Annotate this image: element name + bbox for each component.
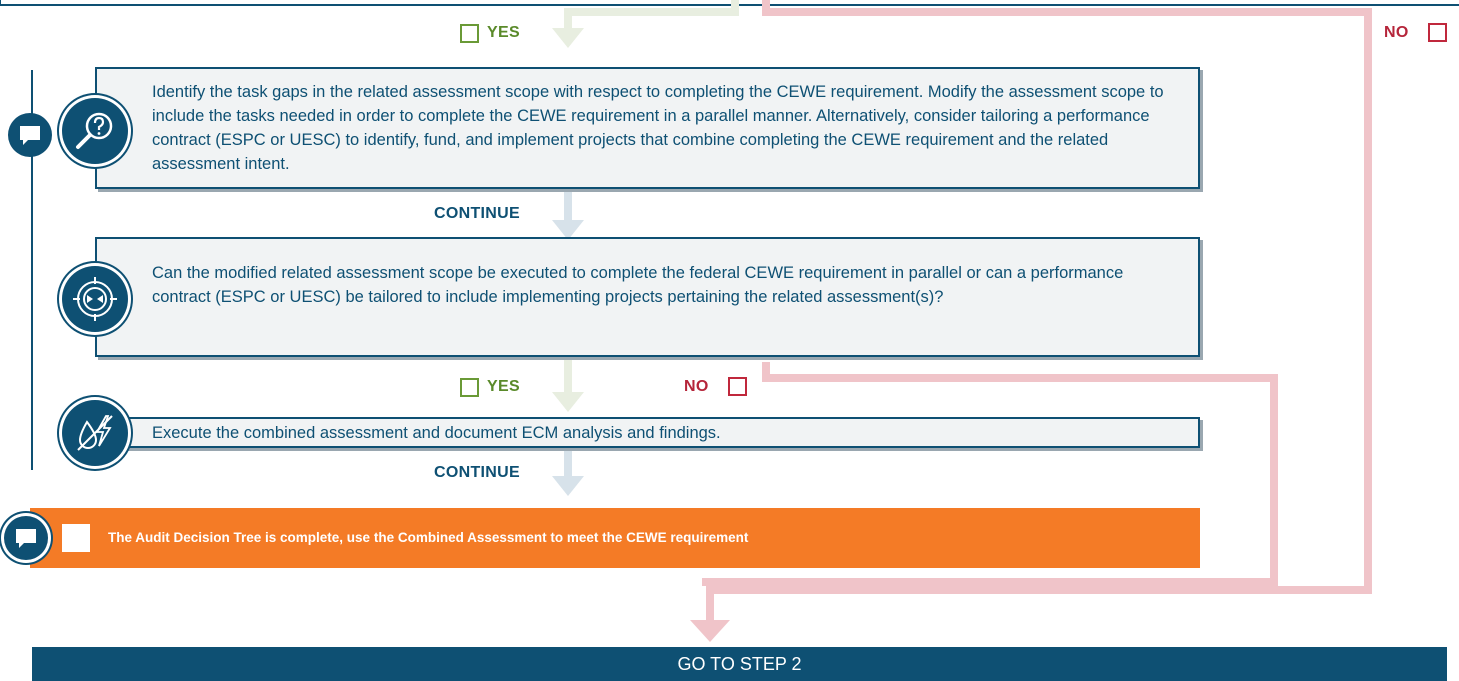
yes-label-1: YES [487, 24, 520, 41]
comment-bubble-2[interactable] [4, 516, 48, 560]
target-icon [73, 277, 117, 321]
continue-arrow-2 [552, 476, 584, 496]
water-energy-badge [62, 400, 128, 466]
comment-icon [20, 126, 40, 145]
yes-arrow-2 [552, 392, 584, 412]
question-step-text: Can the modified related assessment scop… [152, 264, 1124, 306]
go-to-step-2-button[interactable]: GO TO STEP 2 [32, 647, 1447, 681]
identify-step-text: Identify the task gaps in the related as… [152, 83, 1164, 173]
water-energy-icon [77, 415, 113, 451]
no-label-1: NO [1384, 24, 1409, 41]
no-connector-top [706, 0, 1372, 625]
execute-step-text: Execute the combined assessment and docu… [152, 424, 721, 442]
no-label-2: NO [684, 378, 709, 395]
yes-connector-top [564, 0, 739, 32]
comment-icon [16, 529, 36, 548]
continue-label-1: CONTINUE [434, 205, 520, 222]
yes-arrow-1 [552, 28, 584, 48]
result-checkbox[interactable] [62, 524, 90, 552]
magnifier-question-badge [62, 98, 128, 164]
result-text: The Audit Decision Tree is complete, use… [108, 530, 749, 545]
comment-bubble-1[interactable] [8, 113, 52, 157]
question-step-box: Can the modified related assessment scop… [95, 237, 1200, 357]
yes-checkbox-1[interactable] [460, 24, 479, 43]
execute-step-box: Execute the combined assessment and docu… [95, 417, 1200, 448]
continue-label-2: CONTINUE [434, 464, 520, 481]
target-badge [62, 266, 128, 332]
yes-checkbox-2[interactable] [460, 378, 479, 397]
identify-step-box: Identify the task gaps in the related as… [95, 67, 1200, 189]
yes-label-2: YES [487, 378, 520, 395]
no-checkbox-1[interactable] [1428, 23, 1447, 42]
top-box-edge [0, 0, 1459, 6]
no-checkbox-2[interactable] [728, 377, 747, 396]
no-arrow-final [690, 620, 730, 642]
no-connector-mid [702, 362, 1278, 586]
continue-arrow-1 [552, 220, 584, 240]
magnifier-question-icon [76, 112, 113, 149]
go-to-step-2-label: GO TO STEP 2 [677, 654, 802, 674]
result-bar: The Audit Decision Tree is complete, use… [30, 508, 1200, 568]
